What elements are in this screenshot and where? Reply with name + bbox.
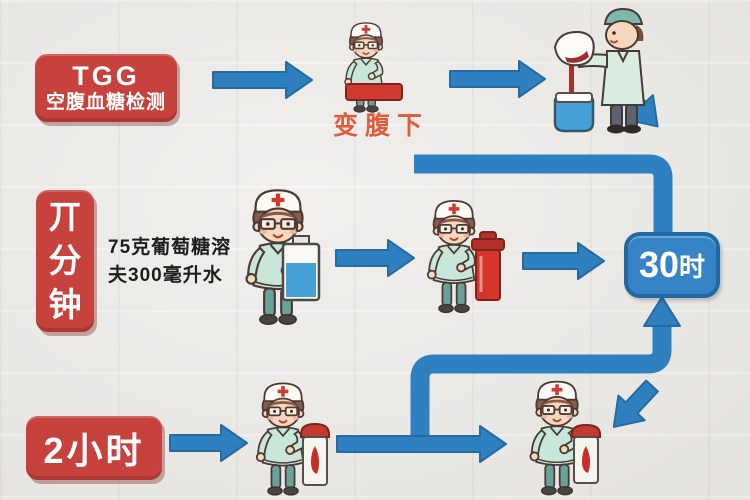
tgg-badge-line2: 空腹血糖检测: [45, 92, 166, 113]
doctor-eye: [612, 31, 616, 35]
nurse-figure: [426, 199, 476, 314]
arrow-tgg-to-nurse: [212, 61, 313, 99]
glucose-solution-text: 75克葡萄糖溶 夫300毫升水: [108, 234, 231, 290]
gown-collar: [617, 50, 629, 64]
arrow-2h-to-nurse: [169, 424, 248, 462]
beaker-liquid: [286, 263, 316, 297]
arrow-nurse-to-doctor: [449, 60, 546, 98]
glucose-jar-rim: [555, 92, 593, 103]
pour-stream: [569, 63, 574, 97]
arrow-vial-to-30: [522, 242, 605, 280]
tgg-badge-line1: TGG: [72, 61, 140, 91]
arrow-beaker-to-vial: [335, 239, 415, 277]
doctor-shoe-left: [607, 124, 625, 134]
minutes-char-3: 钟: [48, 286, 82, 323]
minutes-badge: 丌 分 钟: [36, 190, 94, 332]
doctor-gown: [600, 50, 646, 106]
blood-sample: [311, 446, 320, 474]
tgg-test-badge: TGG 空腹血糖检测: [35, 54, 177, 122]
glucose-text-line2: 夫300毫升水: [108, 265, 223, 286]
doctor-face: [605, 20, 639, 50]
two-hours-badge: 2小时: [26, 416, 162, 480]
nurse-figure: [255, 382, 305, 496]
arrow-diagonal-down-left: [612, 379, 659, 428]
nurse-with-blood-vial-icon: [426, 199, 505, 314]
thirty-badge-number: 30: [638, 244, 680, 285]
doctor-leg-left: [610, 104, 623, 128]
fasting-state-label: 变腹下: [332, 112, 429, 140]
minutes-char-2: 分: [48, 242, 82, 279]
thirty-badge: 30 时: [624, 232, 720, 298]
blood-sample: [582, 446, 591, 473]
jar-red-lid: [300, 422, 330, 438]
thirty-badge-unit: 时: [679, 251, 706, 282]
minutes-char-1: 丌: [48, 198, 82, 235]
nurse-with-tray-icon: [344, 22, 403, 113]
doctor-shoe-right: [623, 124, 641, 134]
nurse-with-beaker-icon: [245, 189, 321, 326]
red-tray: [345, 83, 403, 101]
jug-red-liquid: [565, 51, 589, 63]
arrow-jar-to-jar: [336, 425, 507, 463]
doctor-leg-right: [625, 104, 638, 128]
jar-red-lid: [571, 423, 601, 438]
up-arrowhead-to-30: [643, 296, 681, 327]
connector-bottom-loop: [410, 325, 672, 453]
glucose-text-line1: 75克葡萄糖溶: [108, 237, 232, 258]
vial-cap: [471, 238, 505, 251]
vial-body: [475, 249, 501, 301]
nurse-with-specimen-jar-icon: [255, 382, 330, 496]
nurse-with-specimen-jar-icon: [529, 380, 601, 496]
doctor-mouth: [610, 40, 618, 44]
doctor-pouring-glucose-icon: [553, 7, 646, 134]
connector-top-right: [414, 154, 673, 243]
nurse-figure: [529, 380, 580, 496]
